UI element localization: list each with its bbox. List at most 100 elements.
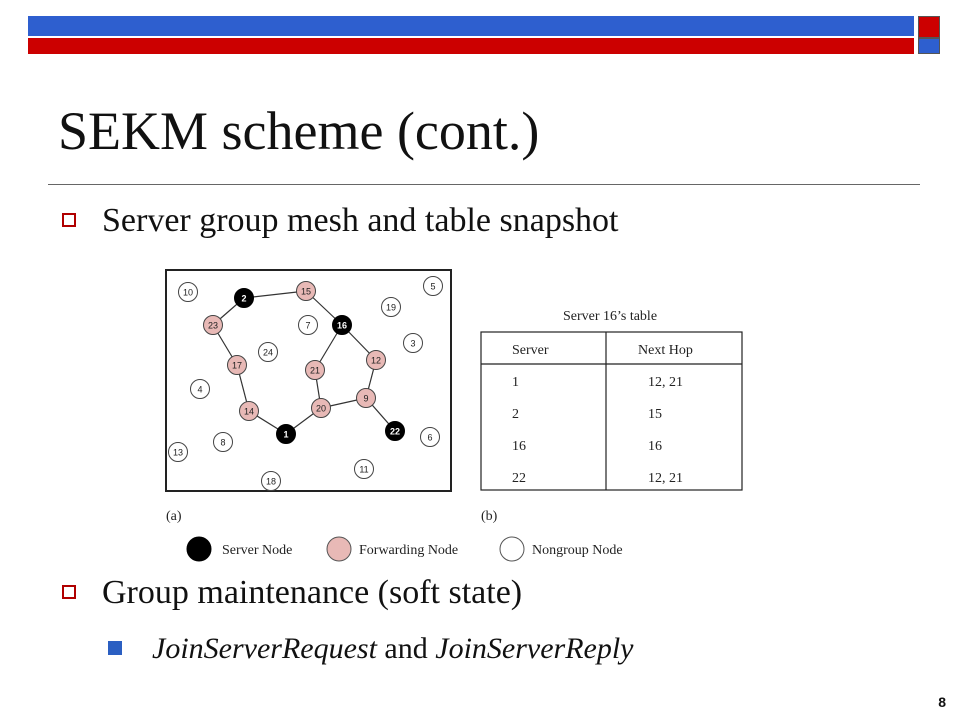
node-circle-icon <box>311 398 331 418</box>
mesh-node-server: 2 <box>234 288 254 308</box>
node-circle-icon <box>276 424 296 444</box>
node-circle-icon <box>190 379 210 399</box>
hollow-square-bullet-icon <box>62 213 76 228</box>
node-circle-icon <box>168 442 188 462</box>
legend-nongroup-icon <box>499 536 525 562</box>
node-label: 17 <box>232 361 242 371</box>
node-circle-icon <box>234 288 254 308</box>
table-cell-server: 16 <box>512 439 526 454</box>
node-circle-icon <box>403 333 423 353</box>
node-label: 22 <box>390 427 400 437</box>
mesh-node-forwarding: 14 <box>239 401 259 421</box>
legend-forwarding-label: Forwarding Node <box>359 543 458 558</box>
bullet-item: Group maintenance (soft state) <box>62 574 522 612</box>
node-circle-icon <box>261 471 281 491</box>
node-label: 12 <box>371 356 381 366</box>
mesh-node-nongroup: 19 <box>381 297 401 317</box>
node-circle-icon <box>354 459 374 479</box>
table-header-server: Server <box>512 343 549 358</box>
mesh-node-server: 1 <box>276 424 296 444</box>
node-label: 23 <box>208 321 218 331</box>
table-frame <box>480 331 743 491</box>
node-label: 11 <box>359 465 368 475</box>
node-circle-icon <box>332 315 352 335</box>
table-cell-next-hop: 15 <box>648 407 662 422</box>
figure-label-a: (a) <box>166 509 182 524</box>
join-server-reply-term: JoinServerReply <box>435 632 634 665</box>
node-label: 15 <box>301 287 311 297</box>
mesh-node-nongroup: 6 <box>420 427 440 447</box>
mesh-node-nongroup: 18 <box>261 471 281 491</box>
node-label: 7 <box>305 321 310 331</box>
mesh-node-forwarding: 12 <box>366 350 386 370</box>
node-circle-icon <box>385 421 405 441</box>
node-label: 20 <box>316 404 326 414</box>
node-label: 24 <box>263 348 273 358</box>
slide-title: SEKM scheme (cont.) <box>58 101 540 161</box>
table-cell-server: 2 <box>512 407 519 422</box>
table-title: Server 16’s table <box>563 309 657 324</box>
mesh-edge <box>243 290 307 299</box>
node-circle-icon <box>381 297 401 317</box>
node-label: 1 <box>283 430 288 440</box>
node-circle-icon <box>239 401 259 421</box>
sub-bullet-conjunction: and <box>376 632 436 665</box>
mesh-node-nongroup: 4 <box>190 379 210 399</box>
node-label: 14 <box>244 407 254 417</box>
legend-server-label: Server Node <box>222 543 292 558</box>
table-cell-server: 1 <box>512 375 519 390</box>
corner-square-red <box>918 16 940 38</box>
node-circle-icon <box>420 427 440 447</box>
join-server-request-term: JoinServerRequest <box>152 632 377 665</box>
bullet-text: Group maintenance (soft state) <box>102 574 523 611</box>
node-label: 16 <box>337 321 347 331</box>
page-number: 8 <box>938 694 946 710</box>
mesh-node-forwarding: 20 <box>311 398 331 418</box>
node-circle-icon <box>356 388 376 408</box>
table-cell-next-hop: 12, 21 <box>648 375 683 390</box>
corner-square-blue <box>918 38 940 54</box>
node-circle-icon <box>296 281 316 301</box>
mesh-node-server: 16 <box>332 315 352 335</box>
mesh-node-nongroup: 7 <box>298 315 318 335</box>
node-label: 8 <box>220 438 225 448</box>
node-circle-icon <box>203 315 223 335</box>
figure-label-b: (b) <box>481 509 498 524</box>
bullet-text: Server group mesh and table snapshot <box>102 202 619 239</box>
node-circle-icon <box>366 350 386 370</box>
table-header-next-hop: Next Hop <box>638 343 693 358</box>
legend-nongroup-label: Nongroup Node <box>532 543 623 558</box>
sub-bullet-item: JoinServerRequest and JoinServerReply <box>108 632 634 666</box>
mesh-node-nongroup: 11 <box>354 459 374 479</box>
mesh-node-forwarding: 9 <box>356 388 376 408</box>
mesh-node-nongroup: 8 <box>213 432 233 452</box>
node-label: 4 <box>197 385 202 395</box>
header-bar-red <box>28 38 914 54</box>
node-label: 6 <box>427 433 432 443</box>
title-divider <box>48 184 920 185</box>
mesh-node-forwarding: 15 <box>296 281 316 301</box>
table-cell-server: 22 <box>512 471 526 486</box>
node-label: 3 <box>410 339 415 349</box>
filled-square-bullet-icon <box>108 641 122 656</box>
table-cell-next-hop: 16 <box>648 439 662 454</box>
node-label: 10 <box>183 288 193 298</box>
node-label: 19 <box>386 303 396 313</box>
node-circle-icon <box>423 276 443 296</box>
hollow-square-bullet-icon <box>62 585 76 600</box>
legend-forwarding-icon <box>326 536 352 562</box>
node-circle-icon <box>227 355 247 375</box>
mesh-node-nongroup: 10 <box>178 282 198 302</box>
legend-server-icon <box>186 536 212 562</box>
node-label: 13 <box>173 448 183 458</box>
node-label: 18 <box>266 477 276 487</box>
node-label: 21 <box>310 366 320 376</box>
mesh-node-server: 22 <box>385 421 405 441</box>
mesh-node-nongroup: 5 <box>423 276 443 296</box>
node-circle-icon <box>305 360 325 380</box>
node-label: 9 <box>363 394 368 404</box>
node-label: 2 <box>241 294 246 304</box>
